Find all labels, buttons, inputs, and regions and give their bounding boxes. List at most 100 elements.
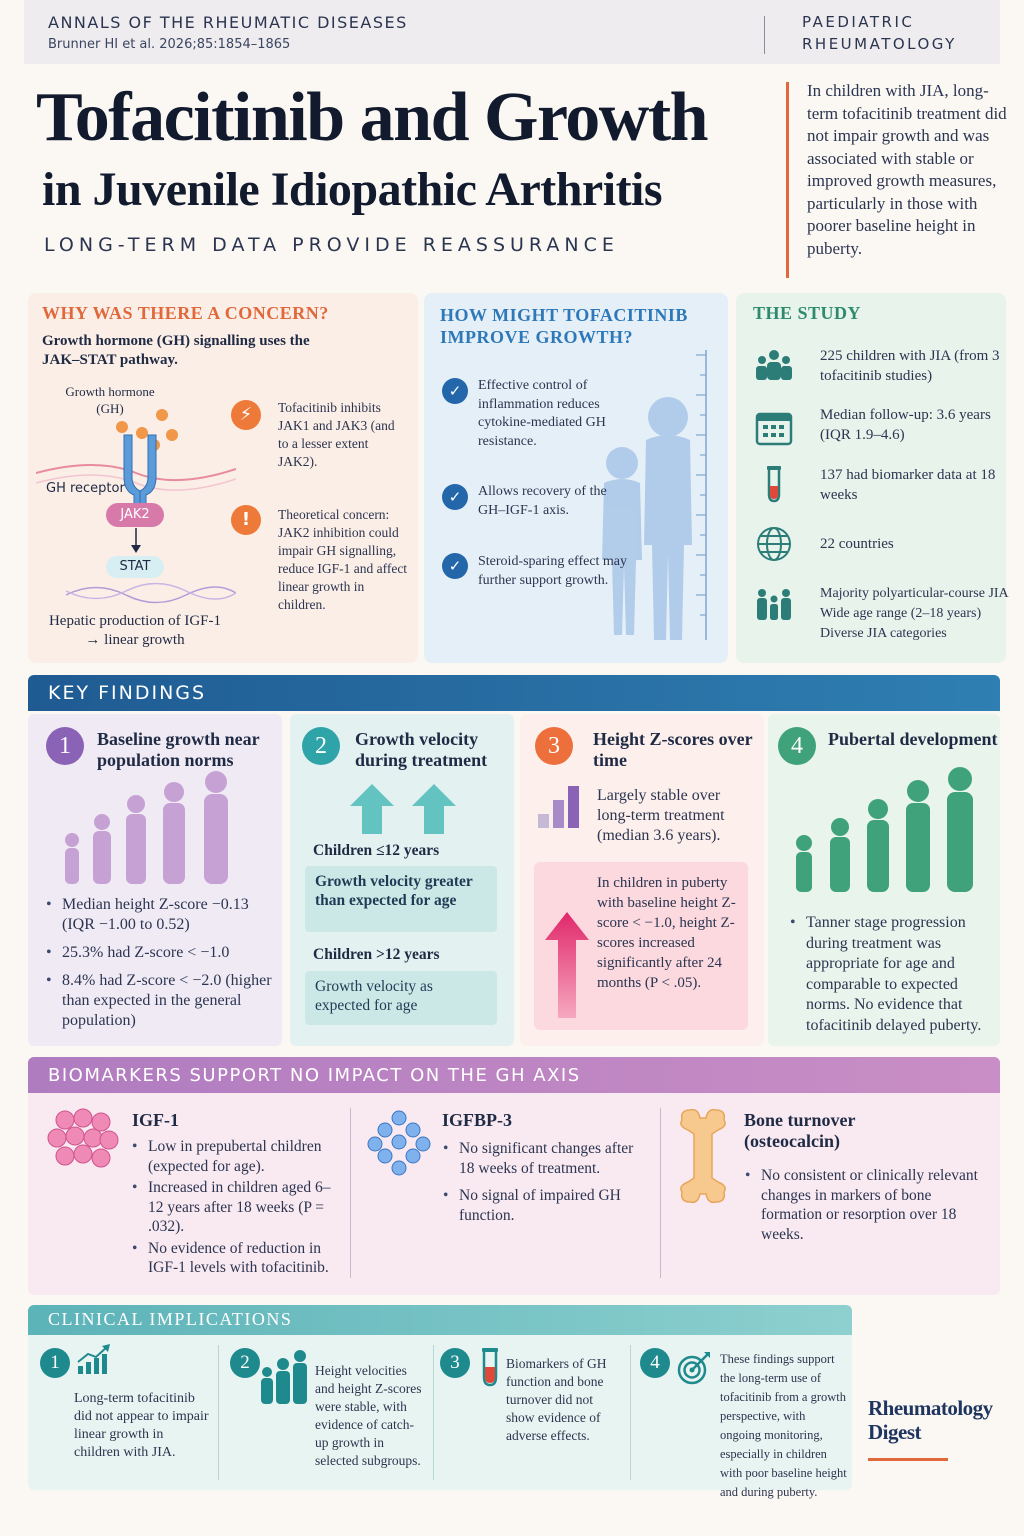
up-arrow-icon (545, 912, 589, 1018)
biomarker-divider (660, 1108, 661, 1278)
igfbp3-head: IGFBP-3 (442, 1110, 512, 1130)
finding-number-1: 1 (46, 727, 84, 765)
clinical-text-1: Long-term tofacitinib did not appear to … (74, 1391, 209, 1460)
finding-bullet: Median height Z-score −0.13 (IQR −1.00 t… (44, 895, 276, 935)
bone-head: Bone turnover (osteocalcin) (744, 1110, 856, 1151)
age-group-1: Children ≤12 years (313, 842, 440, 859)
check-icon: ✓ (442, 484, 468, 510)
igf1-list: Low in prepubertal children (expected fo… (130, 1137, 335, 1280)
children-height-illustration (602, 350, 707, 640)
igfbp3-bullet: No signal of impaired GH function. (441, 1186, 646, 1225)
clinical-number-1: 1 (40, 1348, 70, 1378)
pubertal-stages-icon (796, 767, 973, 892)
study-item-1: 225 children with JIA (from 3 tofacitini… (820, 348, 1000, 384)
clinical-text-2: Height velocities and height Z-scores we… (315, 1363, 422, 1468)
igf1-bullet: No evidence of reduction in IGF-1 levels… (130, 1239, 335, 1278)
clinical-divider (218, 1345, 219, 1480)
finding-head-4: Pubertal development (828, 729, 998, 749)
igfbp3-bullet: No significant changes after 18 weeks of… (441, 1139, 646, 1178)
igf1-head: IGF-1 (132, 1110, 179, 1130)
growth-velocity-box-2: Growth velocity as expected for age (305, 971, 497, 1025)
test-tube-icon (482, 1348, 498, 1387)
improve-item-2: Allows recovery of the GH–IGF-1 axis. (478, 484, 607, 518)
growing-children-icon (65, 771, 228, 884)
page-title: Tofacitinib and Growth (36, 79, 709, 156)
clinical-number-2: 2 (230, 1348, 260, 1378)
page-title-line-2: in Juvenile Idiopathic Arthritis (42, 163, 663, 216)
section-label: PAEDIATRIC (802, 13, 915, 31)
concern-point-1: Tofacitinib inhibits JAK1 and JAK3 (and … (278, 400, 395, 469)
globe-icon (757, 527, 791, 561)
clinical-number-3: 3 (440, 1348, 470, 1378)
concern-subtitle: Growth hormone (GH) signalling uses the … (42, 333, 310, 368)
key-findings-bar (28, 675, 1000, 711)
calendar-icon (755, 412, 793, 446)
clinical-panel (28, 1305, 852, 1490)
family-icon (757, 589, 791, 620)
igfbp3-list: No significant changes after 18 weeks of… (441, 1139, 646, 1233)
bar-chart-icon (538, 786, 579, 828)
finding-bullet: 25.3% had Z-score < −1.0 (44, 943, 276, 963)
finding-text-3: Largely stable over long-term treatment … (597, 787, 725, 844)
bone-list: No consistent or clinically relevant cha… (743, 1166, 983, 1252)
brand-underline (868, 1458, 948, 1461)
tagline: LONG-TERM DATA PROVIDE REASSURANCE (44, 234, 619, 256)
finding-bullet: Tanner stage progression during treatmen… (788, 913, 996, 1036)
finding-number-4: 4 (778, 727, 816, 765)
receptor-icon (123, 434, 157, 506)
biomarkers-bar (28, 1057, 1000, 1093)
jak2-badge: JAK2 (106, 503, 164, 527)
target-icon (677, 1352, 710, 1385)
check-icon: ✓ (442, 553, 468, 579)
journal-name: ANNALS OF THE RHEUMATIC DISEASES (48, 13, 408, 32)
clinical-title: CLINICAL IMPLICATIONS (48, 1309, 293, 1329)
study-item-2: Median follow-up: 3.6 years (IQR 1.9–4.6… (820, 407, 991, 443)
header-divider (764, 16, 765, 54)
growth-velocity-box-1: Growth velocity greater than expected fo… (305, 866, 497, 932)
finding-head-3: Height Z-scores over time (593, 729, 753, 770)
study-item-4: 22 countries (820, 536, 894, 552)
study-item-3: 137 had biomarker data at 18 weeks (820, 467, 996, 503)
people-group-icon (756, 350, 792, 380)
hepatic-label: Hepatic production of IGF-1 → linear gro… (48, 613, 222, 648)
test-tube-icon (767, 466, 781, 503)
check-icon: ✓ (442, 378, 468, 404)
clinical-text-3: Biomarkers of GH function and bone turno… (506, 1356, 607, 1443)
improve-title: HOW MIGHT TOFACITINIB IMPROVE GROWTH? (440, 305, 688, 347)
igf1-bullet: Low in prepubertal children (expected fo… (130, 1137, 335, 1176)
study-item-5: Majority polyarticular-course JIA Wide a… (820, 586, 1008, 641)
puberty-text: In children in puberty with baseline hei… (597, 875, 736, 991)
citation: Brunner HI et al. 2026;85:1854–1865 (48, 37, 291, 52)
finding-number-2: 2 (302, 727, 340, 765)
clinical-number-4: 4 (640, 1348, 670, 1378)
summary-text: In children with JIA, long-term tofaciti… (807, 81, 1007, 258)
trend-up-icon (77, 1344, 110, 1374)
igfbp3-molecule-icon (367, 1110, 431, 1176)
gh-label: Growth hormone (GH) (65, 384, 155, 416)
children-group-icon (261, 1350, 307, 1404)
finding-list-4: Tanner stage progression during treatmen… (788, 913, 996, 1044)
age-group-2: Children >12 years (313, 946, 440, 963)
key-findings-title: KEY FINDINGS (48, 682, 207, 704)
brand-logo: Rheumatology (868, 1396, 993, 1420)
gh-receptor-diagram (36, 409, 236, 604)
stat-badge: STAT (106, 556, 164, 578)
finding-number-3: 3 (535, 727, 573, 765)
improve-item-1: Effective control of inflammation reduce… (478, 378, 606, 449)
biomarkers-title: BIOMARKERS SUPPORT NO IMPACT ON THE GH A… (48, 1065, 581, 1086)
concern-point-2: Theoretical concern: JAK2 inhibition cou… (278, 507, 408, 612)
lightning-icon: ⚡ (231, 400, 261, 430)
biomarker-divider (350, 1108, 351, 1278)
concern-title: WHY WAS THERE A CONCERN? (42, 303, 329, 323)
concern-panel (28, 293, 418, 663)
igf1-bullet: Increased in children aged 6–12 years af… (130, 1178, 335, 1237)
igf1-molecule-icon (47, 1108, 119, 1168)
clinical-divider (630, 1345, 631, 1480)
study-title: THE STUDY (753, 303, 862, 323)
brand-logo-line-2: Digest (868, 1420, 922, 1444)
finding-list-1: Median height Z-score −0.13 (IQR −1.00 t… (44, 895, 276, 1039)
finding-head-2: Growth velocity during treatment (355, 729, 488, 770)
up-arrows-icon (350, 784, 456, 834)
clinical-text-4: These findings support the long-term use… (720, 1352, 847, 1499)
improve-item-3: Steroid-sparing effect may further suppo… (478, 554, 628, 588)
